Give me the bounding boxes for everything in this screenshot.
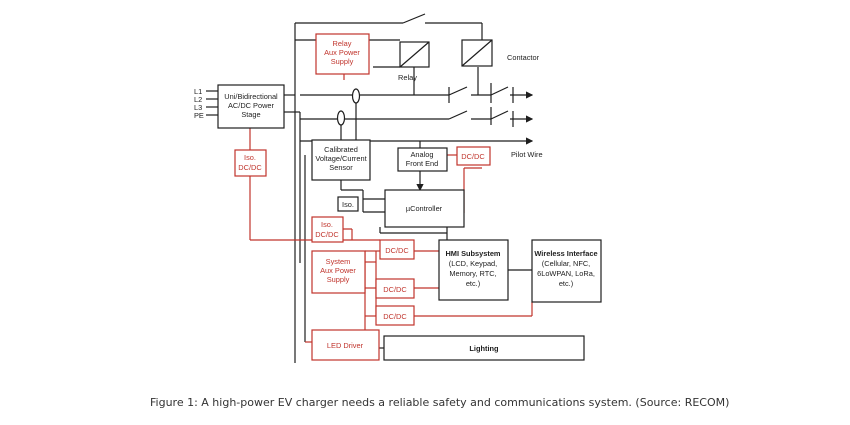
- dcdc-afe-label: DC/DC: [461, 152, 485, 161]
- analog-front-end-block: Analog Front End: [397, 147, 448, 172]
- input-labels: L1 L2 L3 PE: [194, 87, 204, 120]
- contactor-coil: Contactor: [461, 39, 540, 67]
- dcdc-label: DC/DC: [385, 246, 409, 255]
- relay-coil: Relay: [398, 41, 430, 82]
- microcontroller-block: µController: [384, 189, 465, 228]
- figure-caption: Figure 1: A high-power EV charger needs …: [150, 396, 730, 409]
- hmi-label: etc.): [466, 279, 480, 288]
- input-pe-label: PE: [194, 111, 204, 120]
- system-aux-label: Supply: [327, 275, 350, 284]
- led-driver-block: LED Driver: [311, 329, 380, 361]
- power-stage-label: Uni/Bidirectional: [224, 92, 278, 101]
- lighting-label: Lighting: [469, 344, 499, 353]
- coil-icon: [351, 88, 361, 104]
- sensor-label: Sensor: [329, 163, 353, 172]
- iso-block: Iso.: [337, 196, 359, 212]
- hmi-subsystem-block: HMI Subsystem (LCD, Keypad, Memory, RTC,…: [438, 239, 509, 301]
- wireless-label: Wireless Interface: [534, 249, 597, 258]
- input-l3-label: L3: [194, 103, 202, 112]
- hmi-label: HMI Subsystem: [445, 249, 500, 258]
- system-aux-label: System: [326, 257, 351, 266]
- current-sensor-coils: [336, 88, 361, 140]
- wireless-interface-block: Wireless Interface (Cellular, NFC, 6LoWP…: [531, 239, 602, 303]
- iso-dcdc-mid-block: Iso. DC/DC: [311, 216, 344, 243]
- hmi-label: Memory, RTC,: [449, 269, 496, 278]
- iso-dcdc-mid-label: DC/DC: [315, 230, 339, 239]
- hmi-label: (LCD, Keypad,: [449, 259, 497, 268]
- wireless-label: 6LoWPAN, LoRa,: [537, 269, 595, 278]
- iso-dcdc-left-label: Iso.: [244, 153, 256, 162]
- sensor-label: Voltage/Current: [315, 154, 366, 163]
- afe-label: Front End: [406, 159, 438, 168]
- pilot-wire-label: Pilot Wire: [511, 150, 543, 159]
- relay-label: Relay: [398, 73, 417, 82]
- ucontroller-label: µController: [406, 204, 443, 213]
- dcdc-mid-block: DC/DC: [375, 278, 415, 299]
- dcdc-hmi-top-block: DC/DC: [379, 239, 415, 260]
- power-stage-block: Uni/Bidirectional AC/DC Power Stage: [217, 84, 285, 129]
- wireless-label: (Cellular, NFC,: [542, 259, 590, 268]
- input-l2-label: L2: [194, 95, 202, 104]
- sensor-label: Calibrated: [324, 145, 358, 154]
- power-stage-label: AC/DC Power: [228, 101, 275, 110]
- system-aux-supply-block: System Aux Power Supply: [311, 250, 366, 294]
- dcdc-label: DC/DC: [383, 312, 407, 321]
- input-l1-label: L1: [194, 87, 202, 96]
- relay-aux-supply-block: Relay Aux Power Supply: [315, 33, 370, 75]
- led-driver-label: LED Driver: [327, 341, 364, 350]
- iso-dcdc-left-label: DC/DC: [238, 163, 262, 172]
- wireless-label: etc.): [559, 279, 573, 288]
- afe-label: Analog: [410, 150, 433, 159]
- power-stage-label: Stage: [241, 110, 260, 119]
- system-aux-label: Aux Power: [320, 266, 356, 275]
- dcdc-label: DC/DC: [383, 285, 407, 294]
- iso-label: Iso.: [342, 200, 354, 209]
- lighting-block: Lighting: [383, 335, 585, 361]
- relay-aux-label: Supply: [331, 57, 354, 66]
- voltage-current-sensor-block: Calibrated Voltage/Current Sensor: [311, 139, 371, 181]
- relay-aux-label: Relay: [333, 39, 352, 48]
- dcdc-afe-block: DC/DC: [456, 146, 491, 166]
- relay-aux-label: Aux Power: [324, 48, 360, 57]
- iso-dcdc-left-block: Iso. DC/DC: [234, 149, 267, 177]
- iso-dcdc-mid-label: Iso.: [321, 220, 333, 229]
- coil-icon: [336, 110, 346, 126]
- dcdc-low-block: DC/DC: [375, 305, 415, 326]
- contactor-label: Contactor: [507, 53, 540, 62]
